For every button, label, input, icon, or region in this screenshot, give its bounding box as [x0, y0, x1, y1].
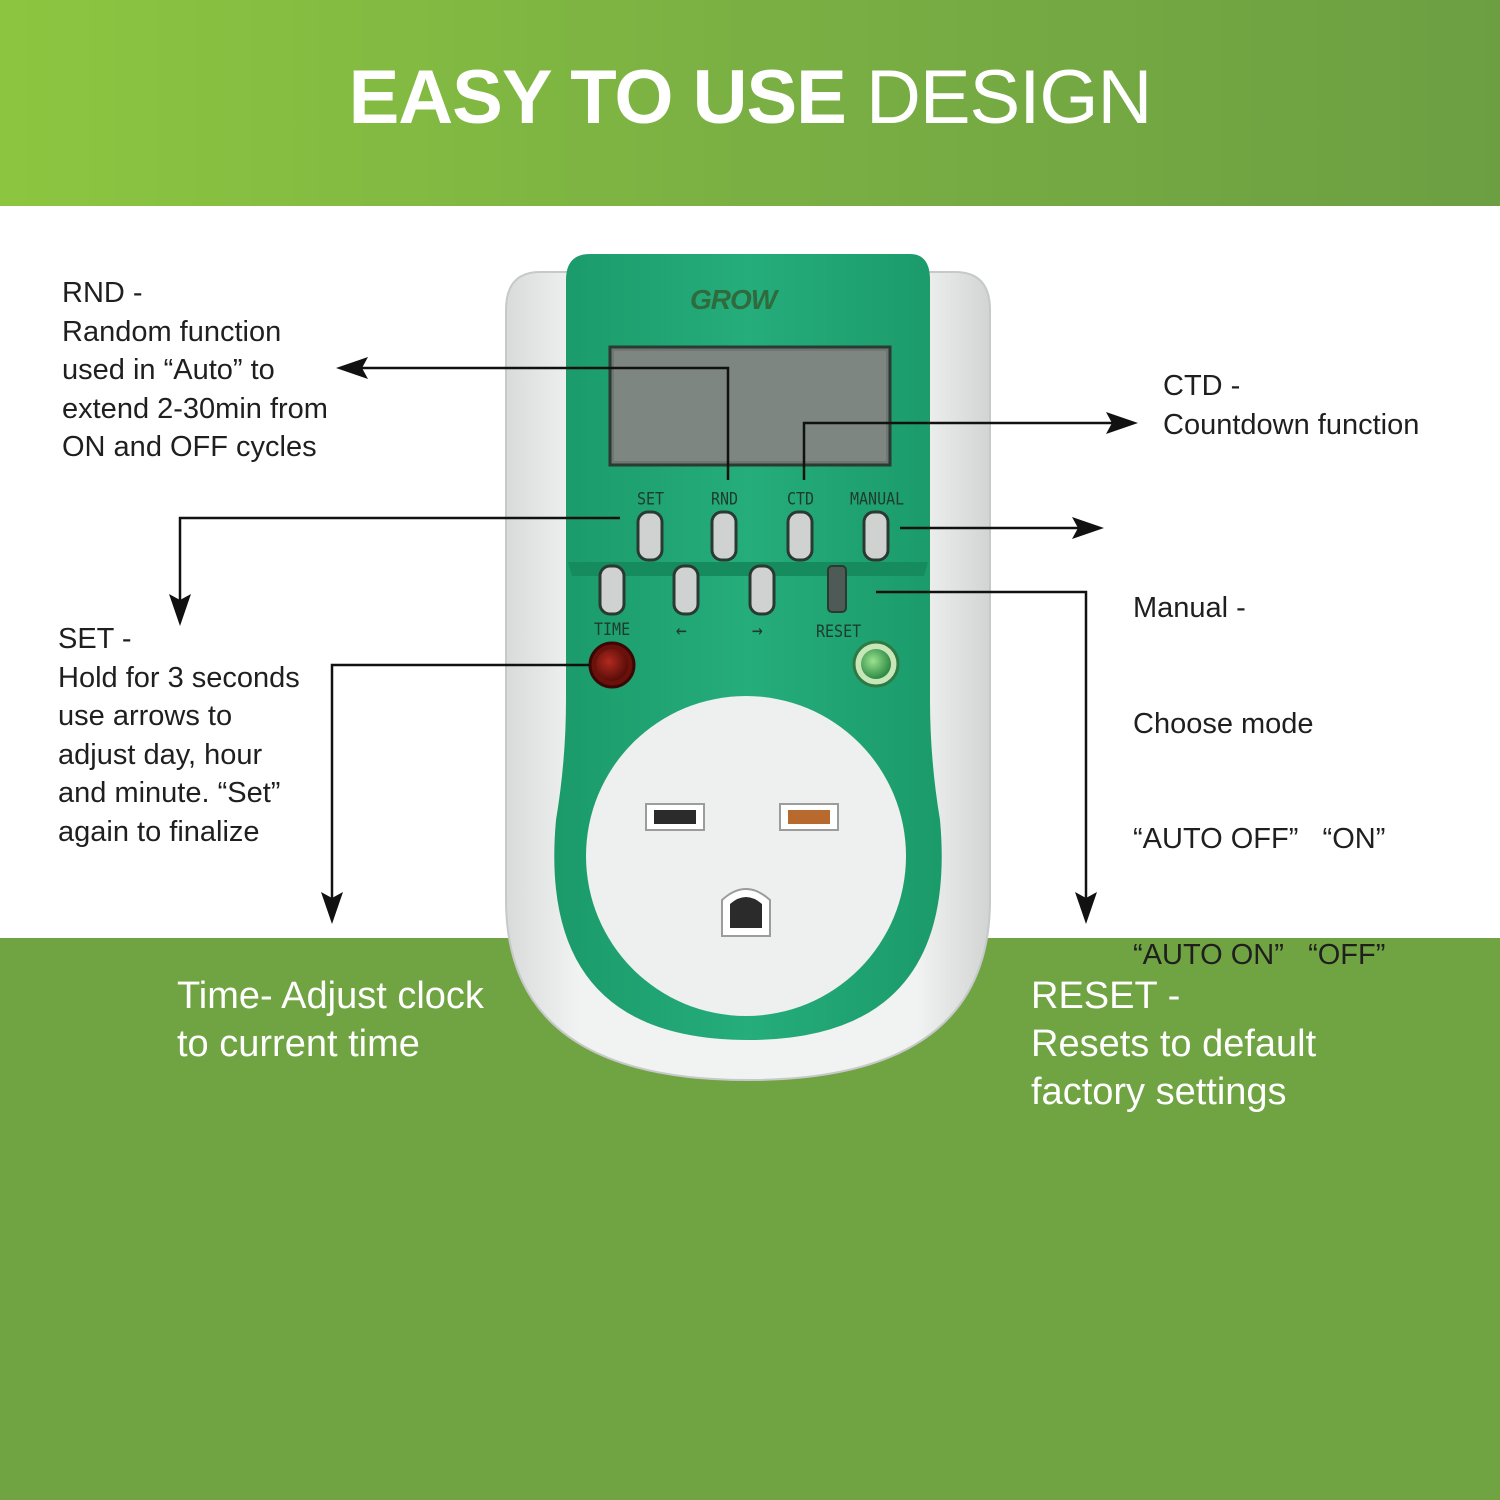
label-reset-button: RESET [816, 620, 862, 642]
callout-set-line: adjust day, hour [58, 738, 263, 771]
label-ctd-button: CTD [787, 488, 815, 510]
callout-reset-line: RESET - [1031, 975, 1181, 1017]
callout-set: SET - Hold for 3 seconds use arrows to a… [58, 620, 300, 851]
title-bold: EASY TO USE [348, 55, 847, 140]
outlet-face [586, 696, 906, 1016]
callout-set-line: and minute. “Set” [58, 777, 281, 809]
callout-manual-line: “AUTO ON” “OFF” [1133, 938, 1386, 971]
callout-time-line: to current time [177, 1023, 420, 1065]
callout-rnd-line: Random function [62, 315, 282, 348]
page-title: EASY TO USE DESIGN [0, 60, 1500, 136]
callout-manual-line: Choose mode [1133, 707, 1314, 740]
callout-time-line: Time- Adjust clock [177, 975, 484, 1017]
callout-manual-line: Manual - [1133, 592, 1246, 624]
callout-rnd-line: RND - [62, 277, 143, 309]
header-band [0, 0, 1500, 206]
label-right-arrow-button: → [752, 618, 763, 643]
label-time-button: TIME [594, 618, 631, 640]
callout-reset-line: factory settings [1031, 1071, 1287, 1113]
callout-rnd-line: used in “Auto” to [62, 354, 275, 386]
callout-ctd-line: Countdown function [1163, 408, 1420, 441]
callout-reset: RESET - Resets to default factory settin… [1031, 972, 1316, 1116]
callout-set-line: use arrows to [58, 700, 233, 732]
label-rnd-button: RND [711, 488, 739, 510]
callout-time: Time- Adjust clock to current time [177, 972, 484, 1068]
callout-reset-line: Resets to default [1031, 1023, 1317, 1065]
callout-ctd-line: CTD - [1163, 370, 1241, 402]
title-light: DESIGN [865, 55, 1152, 140]
callout-set-line: again to finalize [58, 815, 260, 848]
label-left-arrow-button: ← [676, 618, 687, 643]
callout-set-line: Hold for 3 seconds [58, 661, 300, 694]
grow-logo: GROW [690, 284, 777, 315]
label-set-button: SET [637, 488, 665, 510]
callout-rnd-line: ON and OFF cycles [62, 431, 317, 463]
callout-rnd: RND - Random function used in “Auto” to … [62, 274, 328, 467]
callout-set-line: SET - [58, 623, 132, 655]
callout-ctd: CTD - Countdown function [1163, 367, 1419, 444]
callout-rnd-line: extend 2-30min from [62, 392, 328, 425]
label-manual-button: MANUAL [850, 488, 905, 510]
callout-manual: Manual - Choose mode “AUTO OFF” “ON” “AU… [1133, 512, 1385, 1013]
callout-manual-line: “AUTO OFF” “ON” [1133, 823, 1386, 855]
